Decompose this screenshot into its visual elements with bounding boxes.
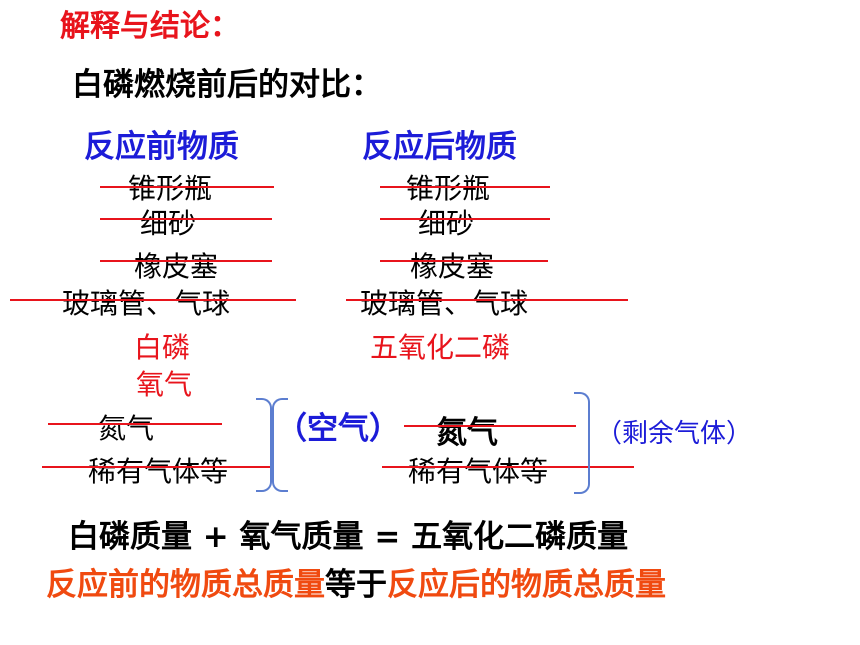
air-label: （空气） (276, 411, 400, 447)
after-column-title: 反应后物质 (362, 129, 517, 165)
strike-before-flask (100, 186, 274, 188)
before-item-tube-balloon: 玻璃管、气球 (62, 287, 231, 320)
remaining-gas-label: （剩余气体） (596, 419, 753, 449)
brace-after (574, 392, 590, 494)
before-item-flask: 锥形瓶 (128, 172, 213, 205)
strike-after-sand (380, 218, 550, 220)
before-reactant-oxygen: 氧气 (136, 368, 193, 401)
brace-before (256, 398, 272, 492)
before-item-stopper: 橡皮塞 (134, 250, 219, 283)
comparison-title: 白磷燃烧前后的对比： (72, 67, 382, 103)
strike-after-stopper (380, 260, 548, 262)
before-item-sand: 细砂 (140, 207, 197, 240)
after-item-stopper: 橡皮塞 (410, 250, 495, 283)
strike-before-noble (42, 466, 274, 468)
section-heading: 解释与结论： (60, 9, 240, 44)
strike-after-flask (380, 186, 550, 188)
after-air-noble-gases: 稀有气体等 (408, 455, 549, 488)
strike-before-tube (10, 299, 296, 301)
strike-before-nitrogen (48, 423, 222, 425)
conclusion-sentence: 反应前的物质总质量等于反应后的物质总质量 (46, 570, 666, 601)
before-reactant-phosphorus: 白磷 (134, 331, 191, 364)
after-product: 五氧化二磷 (370, 331, 511, 364)
before-air-nitrogen: 氮气 (98, 412, 155, 445)
after-item-sand: 细砂 (418, 207, 475, 240)
conclusion-before-total: 反应前的物质总质量 (46, 567, 325, 603)
strike-after-noble (382, 466, 634, 468)
after-air-nitrogen: 氮气 (436, 415, 498, 451)
strike-after-nitrogen (404, 425, 576, 427)
strike-after-tube (346, 299, 628, 301)
brace-before-inner (272, 398, 288, 492)
strike-before-sand (100, 218, 272, 220)
strike-before-stopper (100, 260, 272, 262)
after-item-tube-balloon: 玻璃管、气球 (360, 287, 529, 320)
before-air-noble-gases: 稀有气体等 (88, 455, 229, 488)
conclusion-after-total: 反应后的物质总质量 (387, 567, 666, 603)
conclusion-equals-word: 等于 (325, 567, 387, 603)
before-column-title: 反应前物质 (84, 129, 239, 165)
after-item-flask: 锥形瓶 (406, 172, 491, 205)
mass-equation: 白磷质量 + 氧气质量 = 五氧化二磷质量 (68, 519, 629, 555)
